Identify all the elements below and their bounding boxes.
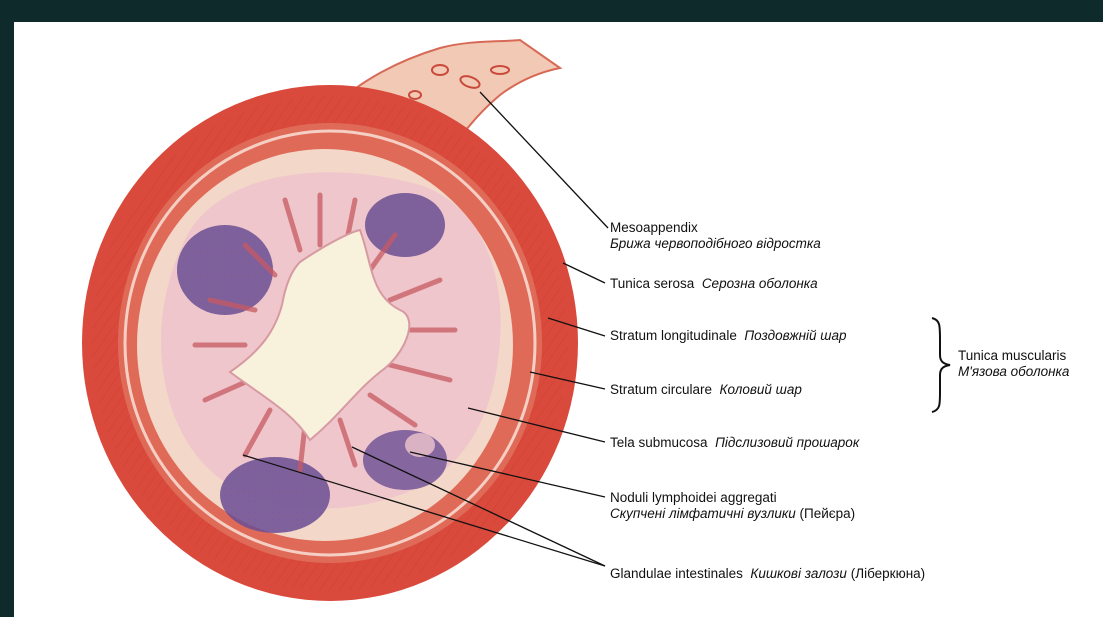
label-tunica-serosa-latin: Tunica serosa	[610, 276, 694, 291]
label-stratum-circulare-latin: Stratum circulare	[610, 382, 712, 397]
label-glandulae-suffix: (Ліберкюна)	[851, 566, 925, 581]
label-tela-submucosa-ukrainian: Підслизовий прошарок	[715, 435, 859, 450]
label-noduli-suffix: (Пейєра)	[800, 506, 856, 521]
label-stratum-circulare-ukrainian: Коловий шар	[720, 382, 802, 397]
label-mesoappendix-latin: Mesoappendix	[610, 220, 698, 235]
label-tela-submucosa-latin: Tela submucosa	[610, 435, 708, 450]
label-tunica-muscularis-latin: Tunica muscularis	[958, 348, 1066, 363]
label-noduli-ukrainian: Скупчені лімфатичні вузлики	[610, 506, 796, 521]
label-mesoappendix: Mesoappendix Брижа червоподібного відрос…	[610, 220, 821, 252]
label-stratum-longitudinale-ukrainian: Поздовжній шар	[744, 328, 846, 343]
label-mesoappendix-ukrainian: Брижа червоподібного відростка	[610, 236, 821, 251]
label-glandulae-ukrainian: Кишкові залози	[750, 566, 847, 581]
label-glandulae-latin: Glandulae intestinales	[610, 566, 743, 581]
label-tunica-serosa-ukrainian: Серозна оболонка	[702, 276, 818, 291]
label-noduli-latin: Noduli lymphoidei aggregati	[610, 490, 777, 505]
label-tunica-muscularis-ukrainian: М'язова оболонка	[958, 364, 1069, 379]
label-stratum-longitudinale-latin: Stratum longitudinale	[610, 328, 737, 343]
label-tunica-serosa: Tunica serosa Серозна оболонка	[610, 276, 818, 292]
label-tela-submucosa: Tela submucosa Підслизовий прошарок	[610, 435, 859, 451]
label-stratum-circulare: Stratum circulare Коловий шар	[610, 382, 802, 398]
label-stratum-longitudinale: Stratum longitudinale Поздовжній шар	[610, 328, 847, 344]
label-tunica-muscularis: Tunica muscularis М'язова оболонка	[958, 348, 1069, 380]
label-noduli: Noduli lymphoidei aggregati Скупчені лім…	[610, 490, 855, 522]
label-glandulae: Glandulae intestinales Кишкові залози (Л…	[610, 566, 925, 582]
tunica-muscularis-brace	[932, 318, 950, 412]
